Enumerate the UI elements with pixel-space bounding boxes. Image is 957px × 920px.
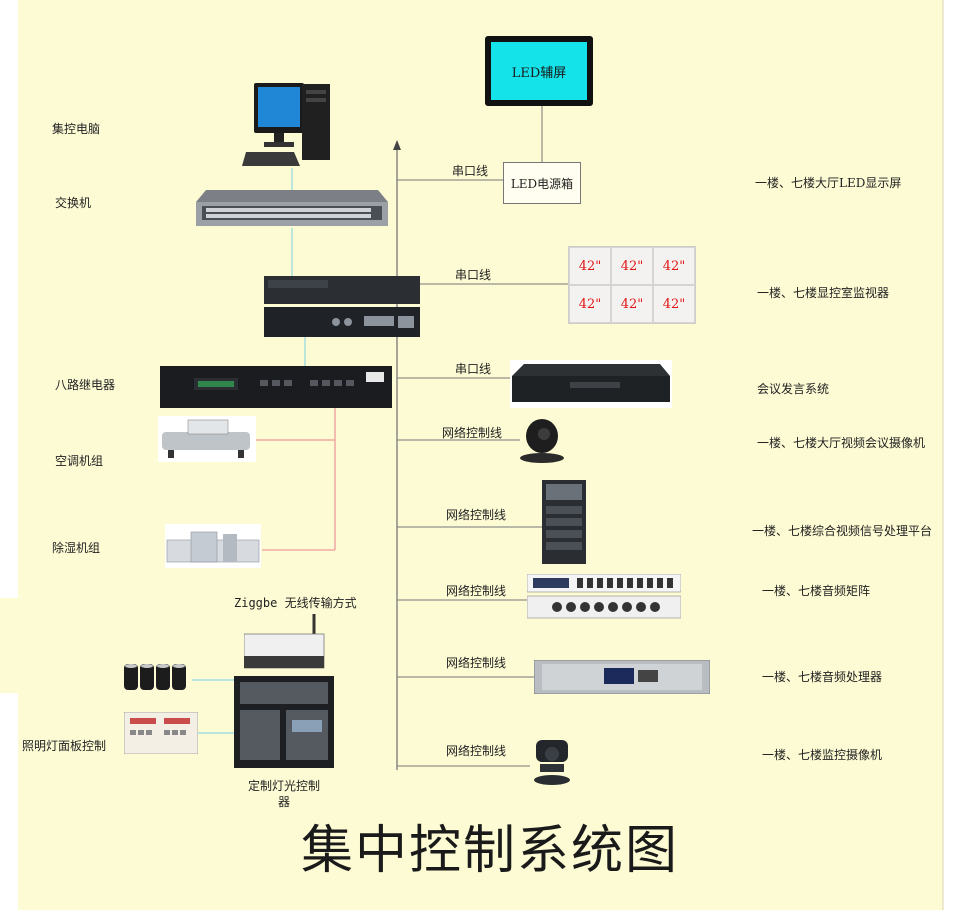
serial-line-label: 串口线 bbox=[455, 362, 492, 376]
monitor-label: 一楼、七楼显控室监视器 bbox=[757, 286, 890, 300]
hvac-label: 空调机组 bbox=[55, 454, 104, 468]
relay-label: 八路继电器 bbox=[55, 378, 116, 392]
led-screen-label: LED辅屏 bbox=[491, 42, 587, 100]
monitor-cell: 42" bbox=[569, 285, 611, 323]
zigbee-label: Ziggbe 无线传输方式 bbox=[234, 596, 357, 610]
branch-lines bbox=[397, 105, 568, 767]
network-line-label: 网络控制线 bbox=[446, 584, 507, 598]
monitor-wall: 42" 42" 42" 42" 42" 42" bbox=[568, 246, 696, 324]
cyan-links bbox=[192, 168, 306, 734]
monitor-cell: 42" bbox=[611, 247, 653, 285]
audio-matrix-label: 一楼、七楼音频矩阵 bbox=[762, 584, 871, 598]
monitor-cell: 42" bbox=[653, 247, 695, 285]
wireless-gateway-icon bbox=[244, 614, 325, 669]
lighting-controller-label: 定制灯光控制器 bbox=[247, 779, 320, 809]
lighting-panel-label: 照明灯面板控制 bbox=[22, 739, 107, 753]
diagram-title: 集中控制系统图 bbox=[300, 821, 679, 881]
diagram-background bbox=[18, 0, 943, 910]
computer-icon bbox=[242, 83, 330, 166]
video-camera-label: 一楼、七楼大厅视频会议摄像机 bbox=[757, 436, 926, 450]
serial-line-label: 串口线 bbox=[455, 268, 492, 282]
led-display-label: 一楼、七楼大厅LED显示屏 bbox=[755, 176, 902, 190]
video-platform-label: 一楼、七楼综合视频信号处理平台 bbox=[752, 524, 933, 538]
audio-processor-icon bbox=[534, 660, 710, 694]
video-platform-icon bbox=[542, 480, 586, 564]
light-fixtures-icon bbox=[124, 664, 186, 690]
monitor-cell: 42" bbox=[611, 285, 653, 323]
control-host-icon bbox=[264, 276, 420, 337]
central-pc-label: 集控电脑 bbox=[52, 122, 101, 136]
network-line-label: 网络控制线 bbox=[442, 426, 503, 440]
network-switch-icon bbox=[196, 190, 388, 226]
surveillance-label: 一楼、七楼监控摄像机 bbox=[762, 748, 883, 762]
lighting-console-icon bbox=[234, 676, 334, 768]
red-links bbox=[255, 408, 336, 551]
led-power-box: LED电源箱 bbox=[503, 162, 581, 204]
switch-label: 交换机 bbox=[55, 196, 92, 210]
surveillance-camera-icon bbox=[534, 740, 570, 785]
lighting-panel-icon bbox=[124, 712, 198, 754]
diagram-background-side bbox=[0, 598, 30, 693]
led-screen: LED辅屏 bbox=[485, 36, 593, 106]
relay-icon bbox=[160, 366, 392, 408]
conference-label: 会议发言系统 bbox=[757, 382, 830, 396]
bus-arrow-head bbox=[393, 140, 401, 150]
monitor-cell: 42" bbox=[569, 247, 611, 285]
network-line-label: 网络控制线 bbox=[446, 744, 507, 758]
audio-matrix-icon bbox=[527, 574, 681, 619]
dehumidifier-icon bbox=[165, 524, 261, 568]
network-line-label: 网络控制线 bbox=[446, 656, 507, 670]
conference-unit-icon bbox=[510, 360, 672, 408]
network-line-label: 网络控制线 bbox=[446, 508, 507, 522]
serial-line-label: 串口线 bbox=[452, 164, 489, 178]
ptz-camera-icon bbox=[520, 419, 564, 463]
dehumidifier-label: 除湿机组 bbox=[52, 541, 101, 555]
monitor-cell: 42" bbox=[653, 285, 695, 323]
audio-processor-label: 一楼、七楼音频处理器 bbox=[762, 670, 883, 684]
hvac-unit-icon bbox=[158, 416, 256, 462]
